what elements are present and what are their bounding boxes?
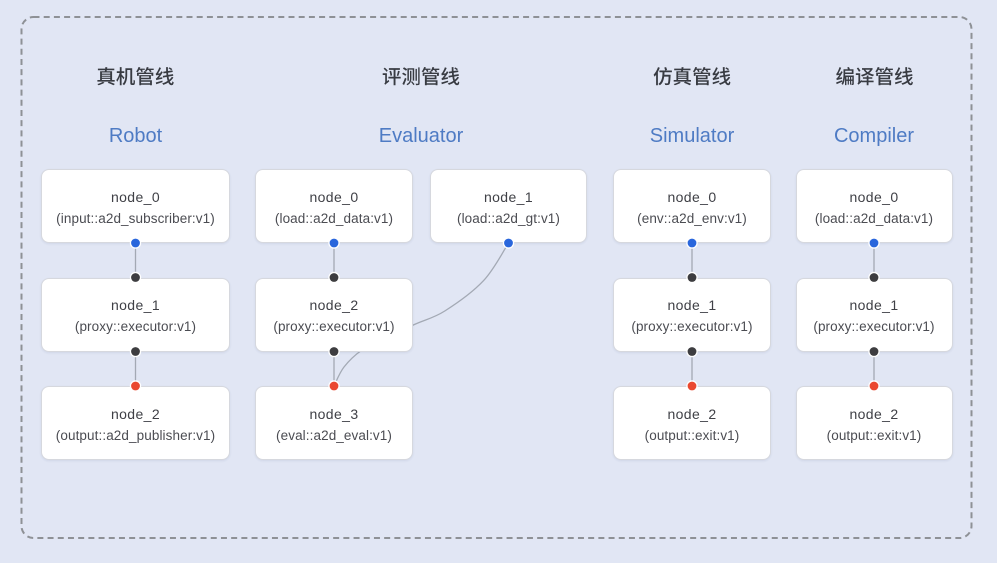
node-name: node_1 xyxy=(667,297,717,313)
node-name: node_0 xyxy=(309,188,359,205)
node-type: (proxy::executor:v1) xyxy=(74,319,197,334)
evaluator-node-1-card: node_1 (load::a2d_gt:v1) xyxy=(430,169,587,243)
node-type: (load::a2d_data:v1) xyxy=(274,210,394,226)
node-type: (load::a2d_gt:v1) xyxy=(456,210,561,226)
node-name: node_2 xyxy=(667,405,717,422)
node-type: (input::a2d_subscriber:v1) xyxy=(56,210,215,226)
pipeline-title-zh xyxy=(382,67,460,86)
node-type: (output::exit:v1) xyxy=(826,427,922,443)
simulator-node-0-card: node_0 (env::a2d_env:v1) xyxy=(613,169,771,243)
pipeline-title-zh xyxy=(653,67,731,86)
node-name: node_0 xyxy=(110,188,161,205)
node-name: node_1 xyxy=(110,297,161,313)
node-type: (output::a2d_publisher:v1) xyxy=(55,427,216,443)
node-name: node_3 xyxy=(309,405,359,422)
pipeline-title-en: Evaluator xyxy=(378,125,464,147)
node-name: node_2 xyxy=(309,297,359,313)
simulator-node-1-card: node_1 (proxy::executor:v1) xyxy=(613,277,771,352)
robot-node-1-card: node_1 (proxy::executor:v1) xyxy=(41,277,230,352)
pipeline-title-en: Compiler xyxy=(833,125,915,147)
node-type: (env::a2d_env:v1) xyxy=(637,210,747,226)
robot-node-2-card: node_2 (output::a2d_publisher:v1) xyxy=(41,386,230,460)
node-name: node_1 xyxy=(849,297,899,313)
pipeline-title-zh xyxy=(836,67,913,86)
pipeline-titles-zh xyxy=(97,67,913,86)
node-type: (eval::a2d_eval:v1) xyxy=(276,427,392,443)
node-name: node_2 xyxy=(849,405,899,422)
node-type: (proxy::executor:v1) xyxy=(813,319,935,334)
robot-node-0-card: node_0 (input::a2d_subscriber:v1) xyxy=(41,169,230,243)
compiler-node-1-card: node_1 (proxy::executor:v1) xyxy=(795,277,953,352)
node-name: node_0 xyxy=(667,188,717,205)
evaluator-node-2-card: node_2 (proxy::executor:v1) xyxy=(255,277,413,352)
pipeline-title-en: Robot xyxy=(108,125,163,147)
node-name: node_2 xyxy=(110,405,161,422)
pipeline-title-en: Simulator xyxy=(649,125,735,147)
node-type: (proxy::executor:v1) xyxy=(273,319,395,334)
node-type: (output::exit:v1) xyxy=(644,427,740,443)
node-name: node_1 xyxy=(483,188,534,205)
node-type: (proxy::executor:v1) xyxy=(631,319,753,334)
node-name: node_0 xyxy=(849,188,899,205)
pipeline-title-zh xyxy=(97,67,174,86)
simulator-node-2-card: node_2 (output::exit:v1) xyxy=(613,386,771,460)
compiler-node-0-card: node_0 (load::a2d_data:v1) xyxy=(795,169,953,243)
evaluator-node-0-card: node_0 (load::a2d_data:v1) xyxy=(255,169,413,243)
node-type: (load::a2d_data:v1) xyxy=(814,210,934,226)
evaluator-node-3-card: node_3 (eval::a2d_eval:v1) xyxy=(255,386,413,460)
compiler-node-2-card: node_2 (output::exit:v1) xyxy=(795,386,953,460)
